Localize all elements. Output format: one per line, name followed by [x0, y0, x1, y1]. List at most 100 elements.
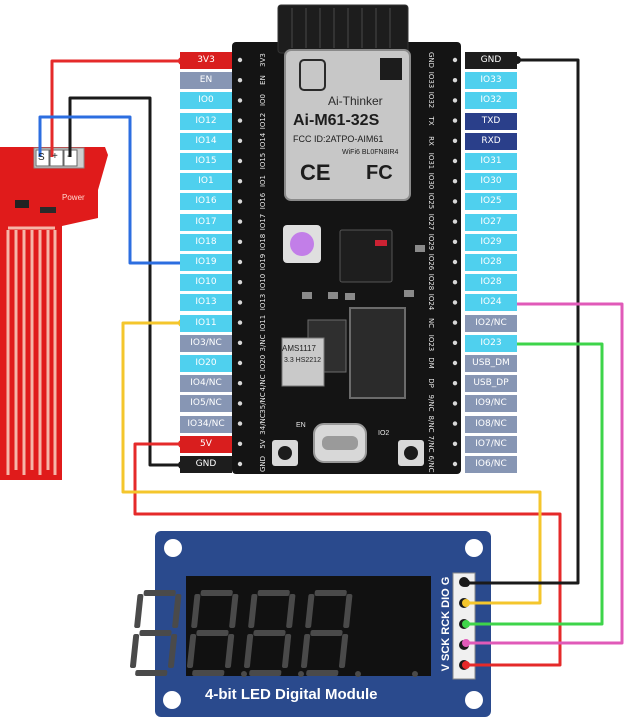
segment — [186, 634, 197, 668]
wires — [38, 58, 624, 667]
segment — [224, 634, 235, 668]
rgb-led — [290, 232, 314, 256]
header-hole — [452, 421, 458, 426]
left-silk-3v3: 3V3 — [259, 53, 267, 67]
right-silk-io25: IO25 — [427, 193, 435, 210]
right-pin-io25: IO25 — [465, 193, 517, 211]
sensor-power-label: Power — [62, 193, 85, 202]
right-pin-io30: IO30 — [465, 173, 517, 191]
segment — [249, 670, 282, 676]
wire-pink-rck — [466, 302, 624, 645]
right-pin-io32: IO32 — [465, 92, 517, 110]
sensor-pin-plus: + — [52, 151, 58, 162]
right-silk-io23: IO23 — [427, 334, 435, 352]
segment — [300, 634, 311, 668]
left-pin-io12: IO12 — [180, 112, 232, 130]
module-wifi: WiFi6 BL0FN8IR4 — [342, 149, 399, 156]
right-silk-dp: DP — [427, 378, 435, 388]
segment — [135, 670, 168, 676]
right-pin-io7-nc: IO7/NC — [465, 435, 517, 453]
decimal-point — [298, 671, 304, 677]
digit-2 — [186, 590, 304, 677]
header-hole — [237, 219, 243, 224]
left-pin-io1: IO1 — [180, 173, 232, 191]
left-pin-3v3: 3V3 — [180, 52, 232, 69]
left-silk-io13: IO13 — [259, 294, 267, 311]
header-hole — [452, 98, 458, 103]
right-pin-rxd: RXD — [465, 132, 517, 150]
header-hole — [452, 441, 458, 446]
segment — [306, 670, 339, 676]
header-hole — [452, 78, 458, 83]
right-pin-usb-dp: USB_DP — [465, 375, 517, 393]
left-silk-gnd: GND — [259, 455, 267, 473]
left-silk-35-nc: 35/NC — [259, 392, 267, 415]
left-silk-io11: IO11 — [259, 314, 267, 331]
header-hole — [237, 381, 243, 386]
left-silk-io0: IO0 — [259, 94, 267, 107]
segment — [143, 590, 176, 596]
wire-yellow-sck — [121, 321, 542, 605]
left-pin-en: EN — [180, 72, 232, 90]
right-silk-io29: IO29 — [427, 233, 435, 251]
display-module — [129, 531, 491, 717]
left-silk-5v: 5V — [259, 439, 267, 449]
right-silk-io28: IO28 — [427, 273, 435, 291]
wire-blue-signal — [38, 115, 184, 265]
sensor-pin-minus: - — [67, 151, 71, 162]
display-digits — [129, 590, 418, 677]
header-hole — [452, 259, 458, 265]
right-pin-io8-nc: IO8/NC — [465, 415, 517, 433]
header-hole — [237, 78, 243, 83]
left-pin-io34-nc: IO34/NC — [180, 415, 232, 433]
left-silk-io17: IO17 — [259, 213, 267, 230]
right-silk-io24: IO24 — [427, 294, 435, 311]
left-silk-4-nc: 4/NC — [259, 374, 267, 392]
right-silk-9-nc: 9/NC — [427, 394, 435, 412]
left-silk-3-nc: 3/NC — [259, 334, 267, 352]
sensor-led-resistor — [15, 200, 29, 208]
header-hole — [237, 340, 243, 345]
segment — [281, 634, 292, 668]
header-hole — [237, 300, 243, 305]
segment — [314, 590, 347, 596]
right-silk-rx: RX — [427, 135, 435, 146]
left-pin-io0: IO0 — [180, 92, 232, 110]
decimal-point — [355, 671, 361, 677]
right-silk-io26: IO26 — [427, 253, 435, 271]
header-hole — [237, 280, 243, 285]
ai-logo-icon — [299, 59, 326, 91]
left-pin-5v: 5V — [180, 435, 232, 453]
header-hole — [237, 401, 243, 406]
right-pin-io29: IO29 — [465, 233, 517, 251]
wire-red-vcc-sensor — [50, 59, 180, 157]
header-holes — [237, 57, 458, 467]
left-pin-io3-nc: IO3/NC — [180, 334, 232, 352]
right-pin-io27: IO27 — [465, 213, 517, 231]
left-silk-io1: IO1 — [259, 175, 267, 188]
segment — [167, 634, 178, 668]
usb-bridge-chip — [349, 307, 406, 399]
left-pin-io11: IO11 — [180, 314, 232, 332]
left-silk-io19: IO19 — [259, 253, 267, 271]
right-pin-usb-dm: USB_DM — [465, 355, 517, 372]
segment — [253, 630, 286, 636]
left-pin-io10: IO10 — [180, 274, 232, 292]
right-silk-6-nc: 6/NC — [427, 455, 435, 473]
left-pin-io19: IO19 — [180, 254, 232, 271]
sensor-pin-s: S — [38, 152, 45, 163]
segment — [338, 634, 349, 668]
segment — [248, 594, 258, 628]
header-hole — [237, 57, 243, 63]
right-pin-io24: IO24 — [465, 294, 517, 312]
header-hole — [452, 381, 458, 386]
digit-4 — [300, 590, 418, 677]
right-silk-io31: IO31 — [427, 152, 435, 170]
left-pin-io17: IO17 — [180, 213, 232, 231]
decimal-point — [412, 671, 418, 677]
header-hole — [237, 138, 243, 143]
header-hole — [452, 280, 458, 285]
header-hole — [452, 461, 458, 467]
ce-mark: CE — [300, 160, 331, 185]
segment — [229, 594, 239, 628]
